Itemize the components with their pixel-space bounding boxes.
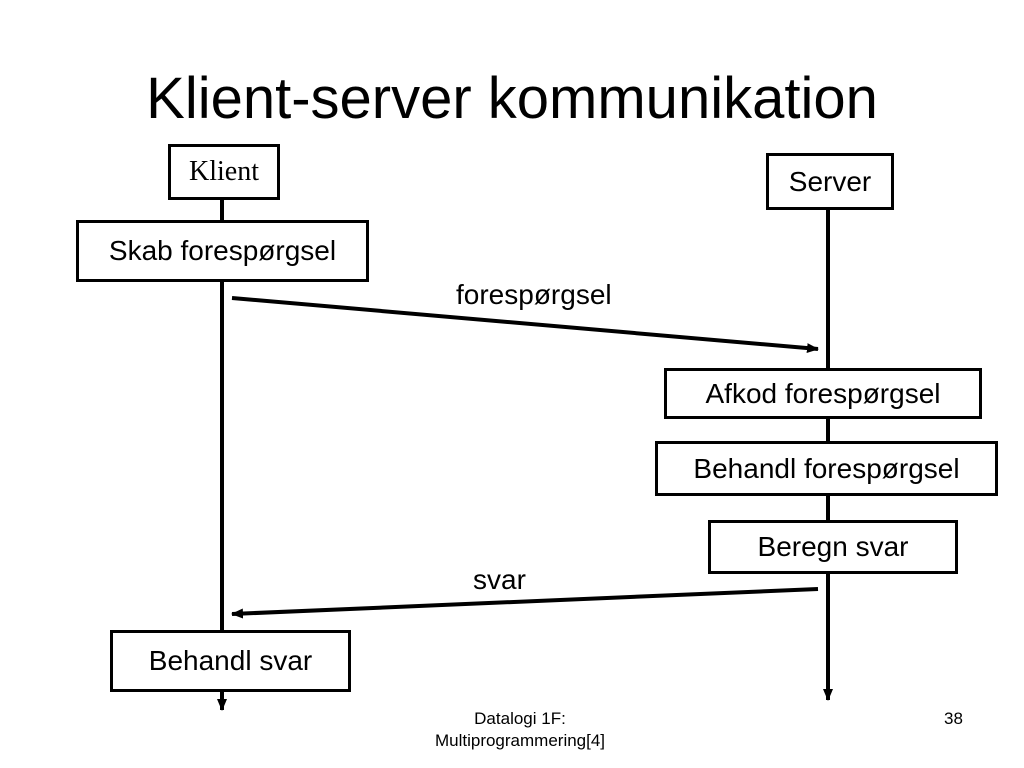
server-step-label: Beregn svar bbox=[757, 531, 909, 562]
response-arrow bbox=[231, 587, 819, 619]
client-step-label: Skab forespørgsel bbox=[108, 235, 337, 266]
server-step-compute-response: Beregn svar bbox=[708, 520, 958, 574]
server-label: Server bbox=[788, 165, 872, 197]
slide-title: Klient-server kommunikation bbox=[146, 66, 878, 131]
server-step-label: Afkod forespørgsel bbox=[705, 377, 941, 409]
client-step-handle-response: Behandl svar bbox=[110, 630, 351, 692]
client-label: Klient bbox=[189, 156, 259, 187]
footer-course-line2: Multiprogrammering[4] bbox=[434, 731, 606, 750]
server-step-label: Behandl forespørgsel bbox=[693, 452, 960, 484]
page-number: 38 bbox=[944, 709, 963, 728]
client-step-label: Behandl svar bbox=[148, 645, 313, 676]
client-box: Klient bbox=[168, 144, 280, 200]
client-step-create-request: Skab forespørgsel bbox=[76, 220, 369, 282]
server-step-decode-request: Afkod forespørgsel bbox=[664, 368, 982, 419]
server-box: Server bbox=[766, 153, 894, 210]
server-step-process-request: Behandl forespørgsel bbox=[655, 441, 998, 496]
footer-course-line1: Datalogi 1F: bbox=[474, 709, 566, 728]
footer-course: Datalogi 1F: Multiprogrammering[4] bbox=[380, 708, 660, 752]
request-arrow bbox=[231, 296, 819, 354]
request-message-label: forespørgsel bbox=[456, 279, 612, 310]
response-message-label: svar bbox=[473, 564, 526, 595]
